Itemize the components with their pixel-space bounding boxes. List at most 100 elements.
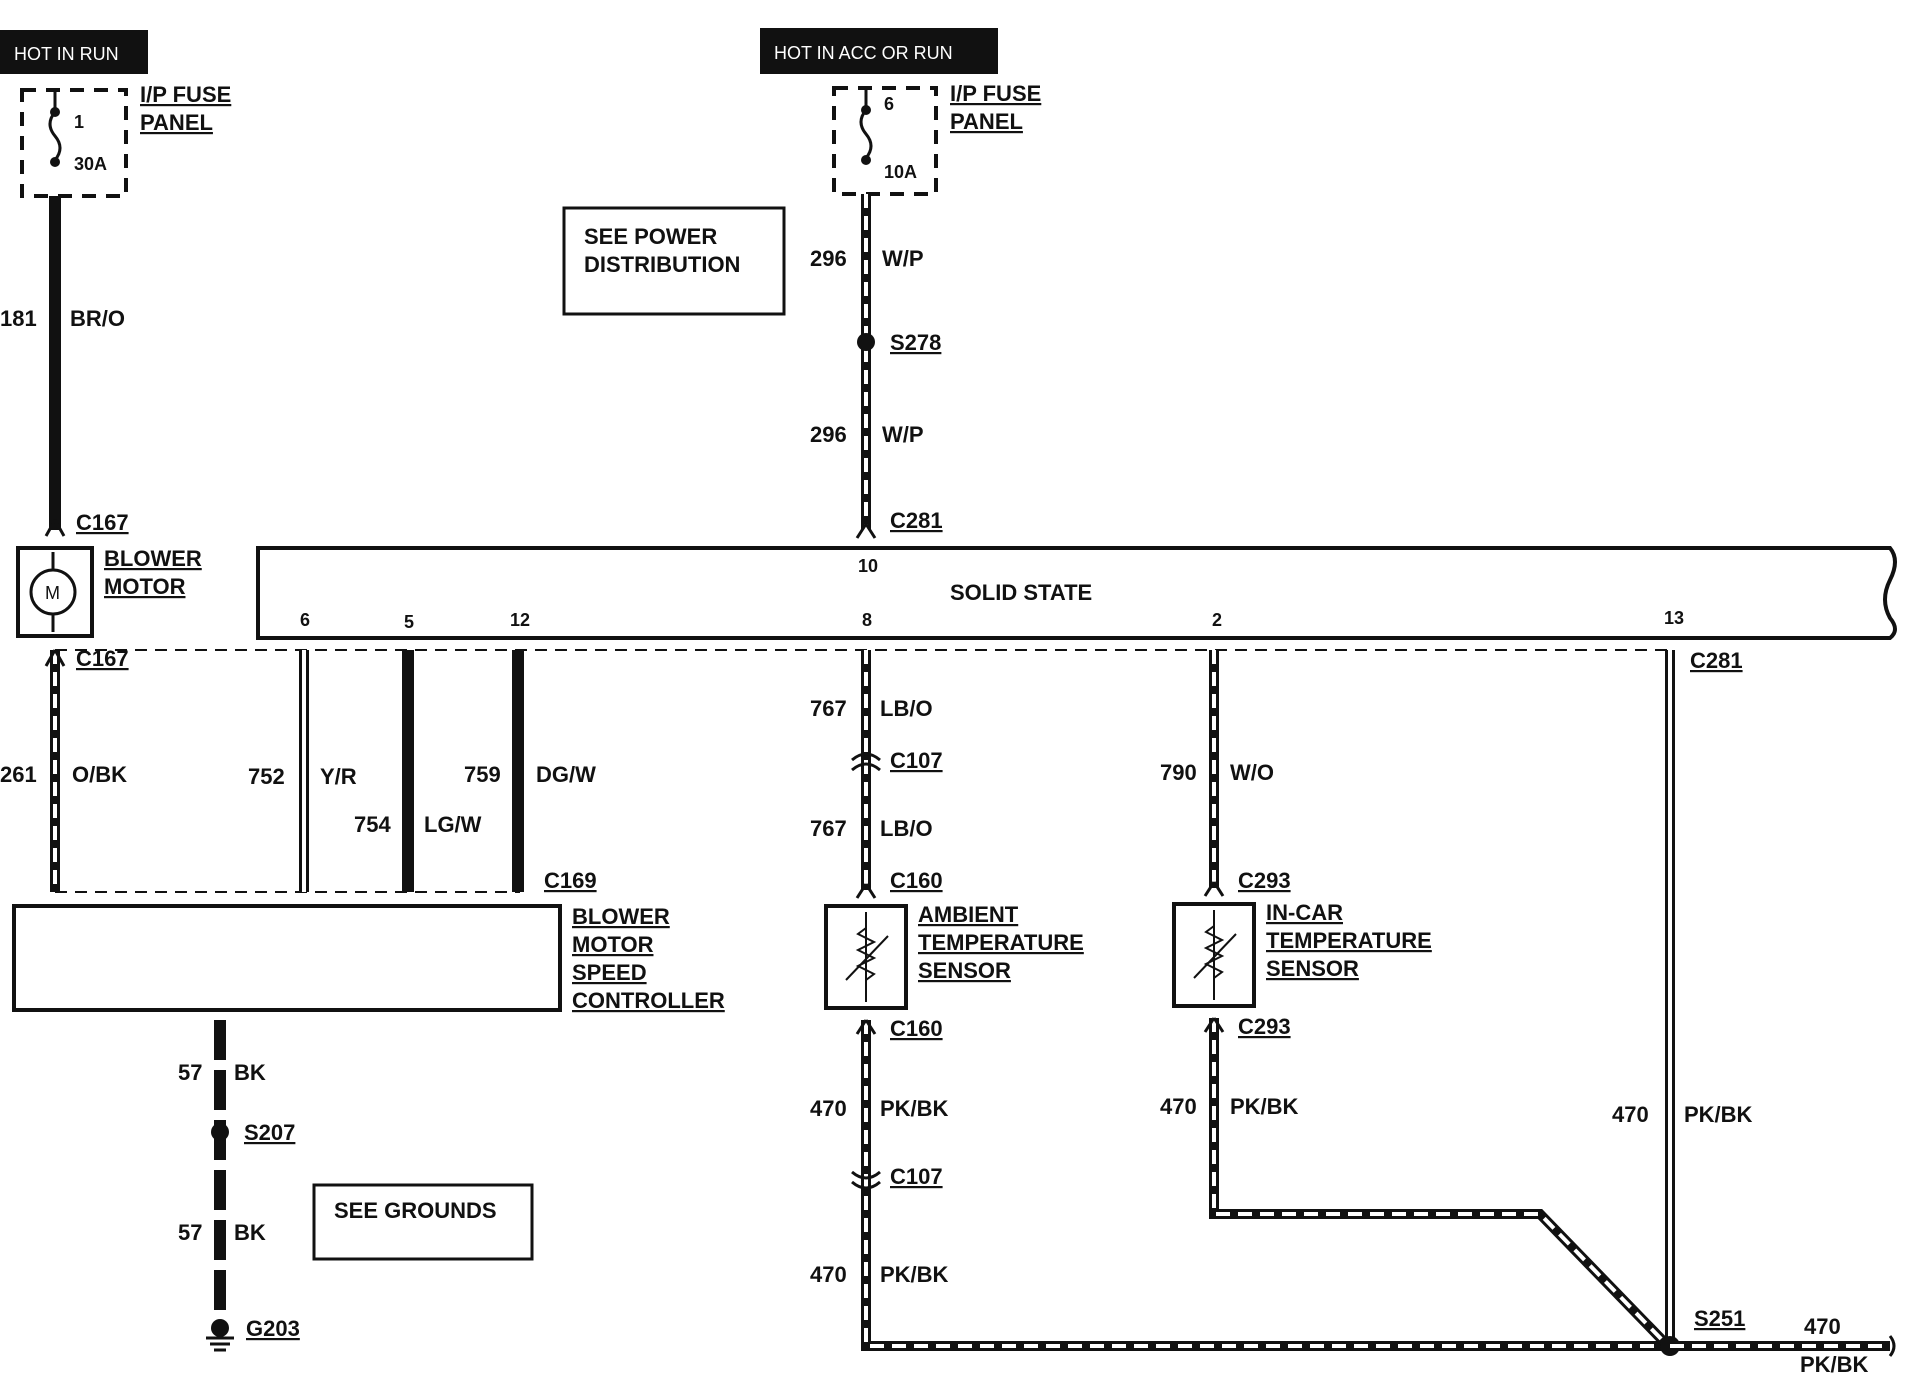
wire-754-color: LG/W	[424, 812, 482, 837]
wire-296: 296 W/P S278 296 W/P C281	[810, 194, 943, 539]
blower-motor-label-2: MOTOR	[104, 574, 186, 599]
thermistor-icon	[1203, 925, 1225, 979]
splice-s278-dot	[857, 333, 875, 351]
wire-57a-color: BK	[234, 1060, 266, 1085]
wire-759: 759 DG/W C169	[464, 650, 597, 893]
controller-label-1: BLOWER	[572, 904, 670, 929]
wire-790: 790 W/O C293	[1160, 650, 1291, 897]
wire-261-color: O/BK	[72, 762, 127, 787]
fuse-2-panel-label-2: PANEL	[950, 109, 1023, 134]
blower-motor-speed-controller: BLOWER MOTOR SPEED CONTROLLER	[12, 904, 725, 1013]
wire-767a-circuit: 767	[810, 696, 847, 721]
wire-470b-color: PK/BK	[880, 1262, 949, 1287]
wire-759-color: DG/W	[536, 762, 596, 787]
wire-767: 767 LB/O C107 767 LB/O C160	[810, 650, 943, 899]
c107-a-icon	[851, 752, 881, 772]
wire-759-circuit: 759	[464, 762, 501, 787]
wire-296b-circuit: 296	[810, 422, 847, 447]
wire-261: C167 261 O/BK	[0, 646, 129, 892]
pin-12: 12	[510, 610, 530, 630]
pin-8: 8	[862, 610, 872, 630]
pin-10: 10	[858, 556, 878, 576]
c160-bottom-label: C160	[890, 1016, 943, 1041]
solid-state-label: SOLID STATE	[950, 580, 1092, 605]
wire-754-circuit: 754	[354, 812, 391, 837]
fuse-1-panel-label-1: I/P FUSE	[140, 82, 231, 107]
splice-s207-dot	[211, 1123, 229, 1141]
wire-57a-circuit: 57	[178, 1060, 202, 1085]
controller-label-4: CONTROLLER	[572, 988, 725, 1013]
ground-icon	[206, 1336, 234, 1352]
c169-label: C169	[544, 868, 597, 893]
c281-right-label: C281	[1690, 648, 1743, 673]
wire-57b-circuit: 57	[178, 1220, 202, 1245]
splice-s278-label: S278	[890, 330, 941, 355]
wire-754: 754 LG/W	[354, 650, 482, 892]
wire-470d-circuit: 470	[1612, 1102, 1649, 1127]
in-car-sensor-label-3: SENSOR	[1266, 956, 1359, 981]
wire-470e-color: PK/BK	[1800, 1352, 1869, 1376]
wire-57: 57 BK S207 57 BK G203	[178, 1020, 300, 1352]
wire-767a-color: LB/O	[880, 696, 933, 721]
c107-b-label: C107	[890, 1164, 943, 1189]
wire-790-circuit: 790	[1160, 760, 1197, 785]
fuse-panel-2: 6 10A I/P FUSE PANEL	[832, 81, 1041, 196]
c281-top-label: C281	[890, 508, 943, 533]
wire-470a-color: PK/BK	[880, 1096, 949, 1121]
splice-s251-label: S251	[1694, 1306, 1745, 1331]
pin-6: 6	[300, 610, 310, 630]
blower-motor: M BLOWER MOTOR	[16, 546, 202, 638]
wire-470a-circuit: 470	[810, 1096, 847, 1121]
wire-181-color: BR/O	[70, 306, 125, 331]
note-power-line-2: DISTRIBUTION	[584, 252, 740, 277]
note-power-line-1: SEE POWER	[584, 224, 717, 249]
wire-470c-color: PK/BK	[1230, 1094, 1299, 1119]
fuse-1-number: 1	[74, 112, 84, 132]
note-see-grounds: SEE GROUNDS	[312, 1183, 534, 1261]
splice-s251: S251 470 PK/BK	[1660, 1306, 1896, 1376]
c107-a-label: C107	[890, 748, 943, 773]
ambient-sensor-label-2: TEMPERATURE	[918, 930, 1084, 955]
wire-470-ambient: C160 470 PK/BK C107 470 PK/BK	[810, 1016, 1668, 1351]
c293-top-label: C293	[1238, 868, 1291, 893]
in-car-sensor-label-2: TEMPERATURE	[1266, 928, 1432, 953]
blower-motor-label-1: BLOWER	[104, 546, 202, 571]
in-car-sensor-label-1: IN-CAR	[1266, 900, 1343, 925]
controller-label-3: SPEED	[572, 960, 647, 985]
wire-470c-circuit: 470	[1160, 1094, 1197, 1119]
ambient-temperature-sensor: AMBIENT TEMPERATURE SENSOR	[824, 902, 1084, 1010]
wire-470b-circuit: 470	[810, 1262, 847, 1287]
c107-b-icon	[851, 1170, 881, 1190]
splice-s207-label: S207	[244, 1120, 295, 1145]
pin-13: 13	[1664, 608, 1684, 628]
motor-symbol: M	[45, 583, 60, 603]
thermistor-icon	[855, 927, 877, 981]
wire-767b-circuit: 767	[810, 816, 847, 841]
wire-767b-color: LB/O	[880, 816, 933, 841]
wire-261-circuit: 261	[0, 762, 37, 787]
wire-470d-color: PK/BK	[1684, 1102, 1753, 1127]
fuse-1-rating: 30A	[74, 154, 107, 174]
pin-2: 2	[1212, 610, 1222, 630]
wire-296a-circuit: 296	[810, 246, 847, 271]
in-car-temperature-sensor: IN-CAR TEMPERATURE SENSOR	[1172, 900, 1432, 1008]
pin-5: 5	[404, 612, 414, 632]
wire-752-circuit: 752	[248, 764, 285, 789]
wire-296a-color: W/P	[882, 246, 924, 271]
banner-hot-in-acc-text: HOT IN ACC OR RUN	[774, 43, 953, 63]
note-grounds-text: SEE GROUNDS	[334, 1198, 497, 1223]
c293-bottom-label: C293	[1238, 1014, 1291, 1039]
wire-296b-color: W/P	[882, 422, 924, 447]
note-power-distribution: SEE POWER DISTRIBUTION	[562, 206, 786, 316]
banner-hot-in-run: HOT IN RUN	[0, 30, 148, 74]
ambient-sensor-label-3: SENSOR	[918, 958, 1011, 983]
banner-hot-in-acc: HOT IN ACC OR RUN	[760, 28, 998, 74]
c167-top-label: C167	[76, 510, 129, 535]
fuse-2-panel-label-1: I/P FUSE	[950, 81, 1041, 106]
wire-470e-circuit: 470	[1804, 1314, 1841, 1339]
ground-g203-label: G203	[246, 1316, 300, 1341]
wire-181-circuit: 181	[0, 306, 37, 331]
c160-top-label: C160	[890, 868, 943, 893]
wire-470-in-car: C293 470 PK/BK	[1160, 1014, 1672, 1350]
